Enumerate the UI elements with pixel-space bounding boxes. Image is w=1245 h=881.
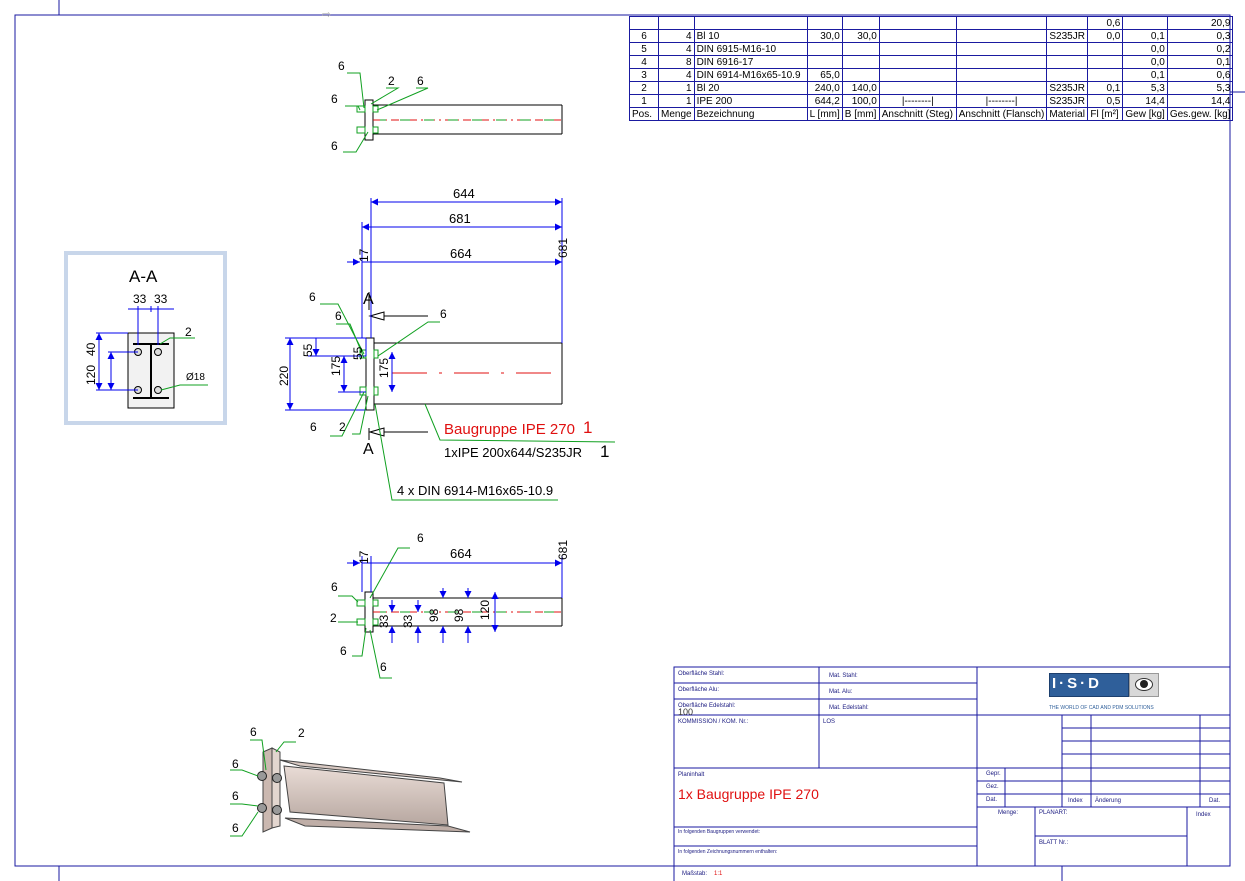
scale-label: Maßstab: [682,871,708,877]
iso-label: 6 [232,821,239,835]
title-block-frame [673,666,1231,881]
front-label: 6 [309,290,316,304]
front-dim: 681 [449,211,471,226]
sheet-frame [14,0,1245,881]
bottom-dim: 33 [401,614,415,628]
used-in-assemblies-note: In folgenden Baugruppen verwendet: [678,829,761,835]
los-label: LOS [823,719,836,725]
logo-tagline: THE WORLD OF CAD AND PDM SOLUTIONS [1049,705,1154,711]
bottom-dim: 98 [452,608,466,622]
section-label: Ø18 [186,372,205,383]
assembly-count: 1 [583,418,592,437]
top-view: 6 2 6 6 6 [331,59,563,153]
section-mark: A [363,441,374,458]
move-arrow-icon: ⇨ [322,9,331,21]
material-stainless-label: Mat. Edelstahl: [829,705,869,711]
quantity-label: Menge: [998,810,1019,816]
plan-type-label: PLANART: [1039,810,1068,816]
beam-position: 1 [600,442,609,461]
bom-total-row: 0,6 20,9 [629,16,1234,30]
front-label: 2 [339,420,346,434]
assembly-title: Baugruppe IPE 270 [444,421,575,438]
plan-content-label: Planinhalt [678,772,705,778]
surface-stainless-label: Oberfläche Edelstahl: [678,703,736,709]
section-label: 2 [185,325,192,339]
bottom-dim: 17 [357,550,371,564]
iso-label: 6 [232,757,239,771]
date-label: Dat. [986,797,998,803]
bottom-label: 6 [340,644,347,658]
isd-logo: I·S·D THE WORLD OF CAD AND PDM SOLUTIONS [1049,673,1159,711]
index-label: Index [1068,798,1083,804]
iso-label: 6 [250,725,257,739]
checked-label: Gepr. [986,771,1001,777]
sheet-number-label: BLATT Nr.: [1039,840,1069,846]
bottom-dim: 664 [450,546,472,561]
contained-in-drawings-note: In folgenden Zeichnungsnummern enthalten… [678,849,778,855]
section-dim: 33 [154,292,168,306]
front-dim: 175 [377,358,391,378]
front-dim: 220 [277,366,291,386]
bottom-label: 6 [380,660,387,674]
iso-view: 6 2 6 6 6 [230,725,471,837]
section-dim: 40 [84,342,98,356]
front-dim: 55 [301,343,315,357]
bottom-dim: 33 [377,614,391,628]
logo-letters: I·S·D [1052,675,1102,692]
iso-label: 2 [298,726,305,740]
front-label: 6 [440,307,447,321]
surface-alu-label: Oberfläche Alu: [678,687,720,693]
material-alu-label: Mat. Alu: [829,689,853,695]
bottom-dim: 681 [556,540,570,560]
sheet-index-label: Index [1196,812,1211,818]
front-dim: 17 [357,248,371,262]
eye-icon [1135,678,1153,691]
top-label: 6 [331,139,338,153]
section-title: A-A [129,267,158,286]
section-dim: 120 [84,365,98,385]
top-label: 6 [331,92,338,106]
commission-label: KOMMISSION / KOM. Nr.: [678,719,749,725]
front-dim: 664 [450,246,472,261]
top-label: 6 [338,59,345,73]
revision-date-label: Dat. [1209,798,1221,804]
front-dim: 644 [453,186,475,201]
bottom-dim: 98 [427,608,441,622]
front-label: 6 [310,420,317,434]
iso-label: 6 [232,789,239,803]
bottom-dim: 120 [478,600,492,620]
plan-title: 1x Baugruppe IPE 270 [678,786,819,802]
surface-steel-label: Oberfläche Stahl: [678,671,725,677]
bottom-label: 2 [330,611,337,625]
front-dim: 55 [351,346,365,360]
beam-description: 1xIPE 200x644/S235JR [444,445,582,460]
revision-label: Änderung [1095,798,1122,804]
top-label: 6 [417,74,424,88]
section-a-a: A-A 33 33 120 40 2 Ø18 [64,251,227,425]
bottom-view: 17 664 681 33 33 98 98 120 6 6 2 6 6 [330,531,570,679]
top-label: 2 [388,74,395,88]
scale-value: 1:1 [714,871,723,877]
front-dim: 681 [556,238,570,258]
front-view: 644 681 17 664 681 55 55 175 175 220 A A… [277,186,616,501]
overlay-text: 100 [678,707,694,717]
front-dim: 175 [329,356,343,376]
front-label: 6 [335,309,342,323]
section-dim: 33 [133,292,147,306]
bolt-description: 4 x DIN 6914-M16x65-10.9 [397,483,553,498]
material-steel-label: Mat. Stahl: [829,673,858,679]
drawn-label: Gez. [986,784,999,790]
section-mark: A [363,291,374,308]
bottom-label: 6 [417,531,424,545]
bottom-label: 6 [331,580,338,594]
